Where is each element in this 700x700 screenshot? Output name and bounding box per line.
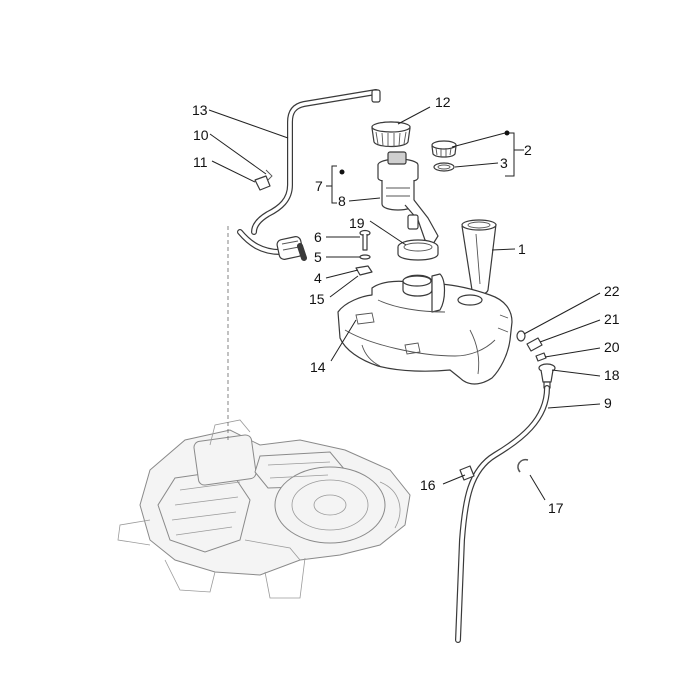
callout-11: 11	[193, 154, 208, 170]
callout-13: 13	[192, 102, 208, 118]
clip-20	[535, 352, 547, 362]
callout-14: 14	[310, 359, 326, 375]
callout-8: 8	[338, 193, 346, 209]
callout-4: 4	[314, 270, 322, 286]
bullet-dot-2	[504, 130, 510, 136]
fuel-cap-2	[431, 140, 457, 158]
callout-20: 20	[604, 339, 620, 355]
clip-11	[254, 175, 271, 191]
callout-16: 16	[420, 477, 436, 493]
screw-6	[359, 229, 371, 251]
leader-lines	[208, 106, 601, 501]
callout-3: 3	[500, 155, 508, 171]
callout-22: 22	[604, 283, 620, 299]
fuel-pump-8	[377, 151, 439, 245]
clip-16	[459, 465, 475, 481]
callout-7: 7	[315, 178, 323, 194]
callout-15: 15	[309, 291, 325, 307]
fuel-hose-13	[237, 89, 381, 261]
callout-5: 5	[314, 249, 322, 265]
clamp-17	[517, 458, 529, 473]
breather-hose-9	[455, 385, 550, 643]
seal-19	[397, 239, 439, 261]
bullet-dot-7	[339, 169, 345, 175]
engine-assembly	[117, 419, 411, 599]
callout-21: 21	[604, 311, 620, 327]
callout-17: 17	[548, 500, 564, 516]
fuel-tank-14	[337, 273, 513, 385]
plate-15	[355, 265, 373, 276]
ring-nut-12	[371, 121, 411, 148]
callout-2: 2	[524, 142, 532, 158]
callout-12: 12	[435, 94, 451, 110]
valve-18	[538, 363, 556, 389]
callout-6: 6	[314, 229, 322, 245]
washer-5	[359, 254, 371, 260]
callout-10: 10	[193, 127, 209, 143]
clip-10	[265, 169, 273, 181]
callout-1: 1	[518, 241, 526, 257]
callout-labels: 13 10 11 12 2 3 7 8 19 6 5 4 15 1 14 22 …	[192, 94, 620, 516]
filler-tube-1	[461, 219, 497, 296]
callout-18: 18	[604, 367, 620, 383]
clamp-22	[516, 330, 526, 342]
callout-9: 9	[604, 395, 612, 411]
fitting-21	[526, 337, 543, 352]
gasket-3	[433, 162, 455, 172]
callout-19: 19	[349, 215, 365, 231]
